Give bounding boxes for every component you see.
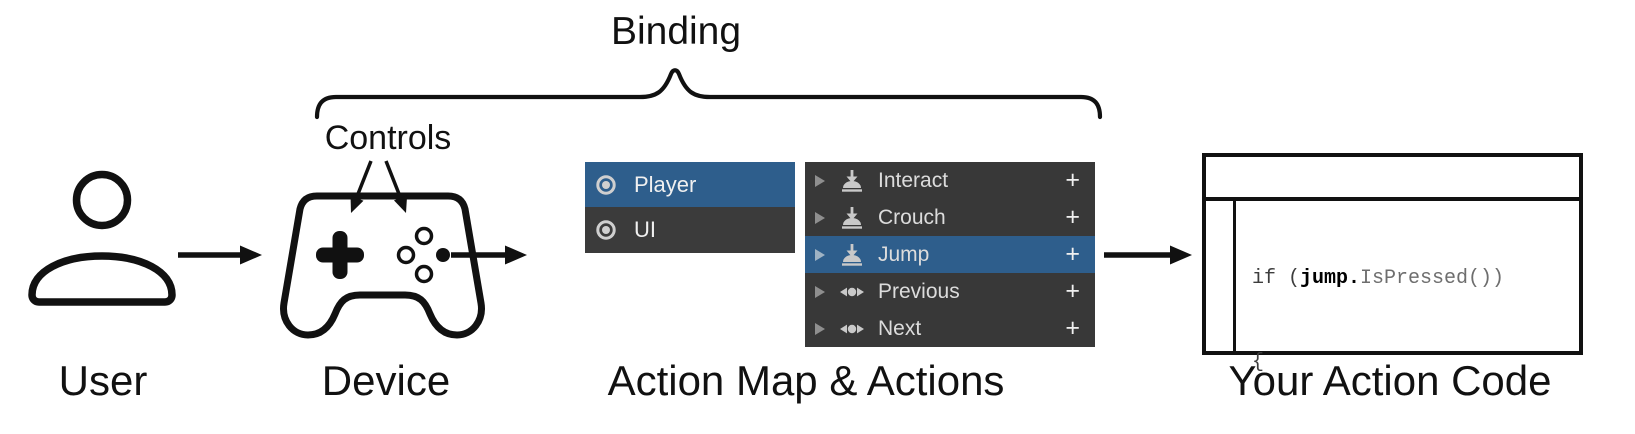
add-binding-button[interactable]: + xyxy=(1065,203,1080,231)
actionmap-stage-label: Action Map & Actions xyxy=(607,357,1005,404)
action-code-box: if (jump.IsPressed()) { // your code } xyxy=(1202,153,1583,374)
button-action-icon xyxy=(842,243,862,266)
button-action-icon xyxy=(842,206,862,229)
user-stage-label: User xyxy=(58,357,148,404)
controls-pointer-arrows xyxy=(350,160,408,213)
actions-to-code-arrow xyxy=(1104,245,1192,265)
action-row-previous[interactable]: Previous + xyxy=(805,273,1095,310)
action-row-crouch[interactable]: Crouch + xyxy=(805,199,1095,236)
code-editor-area: if (jump.IsPressed()) { // your code } xyxy=(1206,201,1579,374)
foldout-triangle-icon[interactable] xyxy=(814,174,826,188)
axis-action-icon xyxy=(840,324,864,333)
action-label: Next xyxy=(878,316,922,340)
actions-panel: Interact + Crouch + Jump + xyxy=(805,162,1095,347)
action-map-icon xyxy=(596,220,616,240)
code-window-titlebar xyxy=(1206,157,1579,201)
code-snippet: if (jump.IsPressed()) { // your code } xyxy=(1252,201,1579,434)
action-label: Interact xyxy=(878,168,949,192)
gamepad-icon xyxy=(280,192,485,339)
action-label: Previous xyxy=(878,279,960,303)
action-map-label: UI xyxy=(634,217,656,242)
action-label: Crouch xyxy=(878,205,946,229)
add-binding-button[interactable]: + xyxy=(1065,166,1080,194)
foldout-triangle-icon[interactable] xyxy=(814,285,826,299)
actioncode-stage-label: Your Action Code xyxy=(1228,357,1552,404)
action-map-icon xyxy=(596,174,616,195)
binding-brace xyxy=(314,68,1103,120)
action-row-next[interactable]: Next + xyxy=(805,310,1095,347)
action-maps-panel: Player UI xyxy=(585,162,795,253)
action-row-jump[interactable]: Jump + xyxy=(805,236,1095,273)
code-gutter-divider xyxy=(1233,201,1236,351)
add-binding-button[interactable]: + xyxy=(1065,240,1080,268)
add-binding-button[interactable]: + xyxy=(1065,314,1080,342)
code-line-2: { xyxy=(1252,351,1265,374)
button-action-icon xyxy=(842,169,862,192)
user-person-icon xyxy=(28,170,176,306)
binding-title: Binding xyxy=(610,10,742,53)
action-map-label: Player xyxy=(634,171,697,197)
device-stage-label: Device xyxy=(321,357,451,404)
axis-action-icon xyxy=(840,287,864,296)
action-label: Jump xyxy=(878,242,930,266)
foldout-triangle-icon[interactable] xyxy=(814,248,826,262)
foldout-triangle-icon[interactable] xyxy=(814,322,826,336)
controls-label: Controls xyxy=(324,119,452,157)
action-map-row-ui[interactable]: UI xyxy=(585,207,795,253)
device-to-actionmap-arrow xyxy=(451,245,527,265)
add-binding-button[interactable]: + xyxy=(1065,277,1080,305)
dpad-icon xyxy=(316,231,364,279)
user-to-device-arrow xyxy=(178,245,262,265)
code-line-1: if (jump.IsPressed()) xyxy=(1252,267,1505,290)
action-map-row-player[interactable]: Player xyxy=(585,162,795,207)
face-buttons-icon xyxy=(396,226,450,284)
action-row-interact[interactable]: Interact + xyxy=(805,162,1095,199)
foldout-triangle-icon[interactable] xyxy=(814,211,826,225)
